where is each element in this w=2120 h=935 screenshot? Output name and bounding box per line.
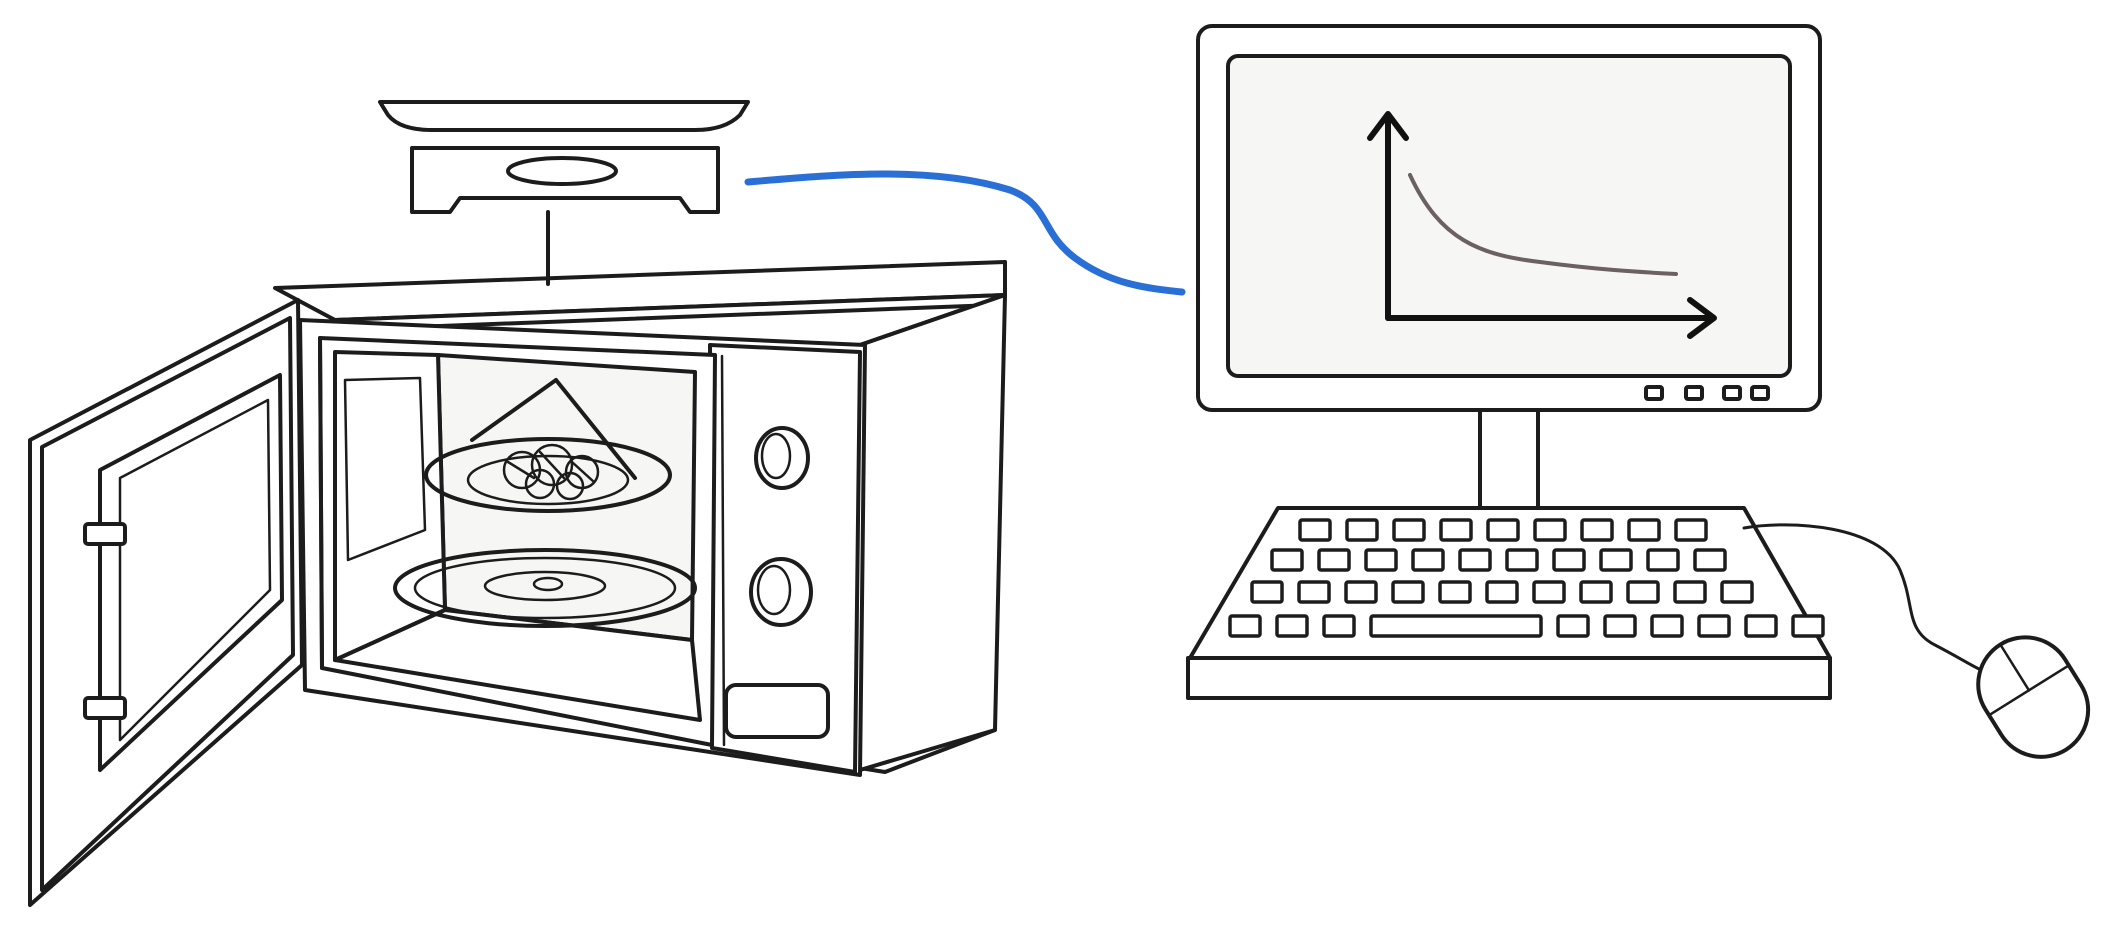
display-window: [724, 683, 830, 739]
keyboard-key: [1270, 548, 1304, 572]
keyboard-key: [1579, 580, 1613, 604]
plot-x-arrow: [1687, 297, 1717, 339]
door-latch-upper: [83, 522, 127, 546]
keyboard-key: [1533, 518, 1567, 542]
monitor-button-1: [1644, 385, 1664, 401]
keyboard-key: [1791, 614, 1825, 638]
keyboard-key: [1532, 580, 1566, 604]
keyboard-key: [1485, 580, 1519, 604]
hanger-wire-left: [470, 378, 558, 442]
keyboard-key: [1673, 580, 1707, 604]
cavity-vent: [343, 376, 427, 562]
monitor-screen: [1226, 54, 1792, 378]
hinge-strip: [318, 336, 324, 670]
weighing-scale-icon: [378, 100, 750, 286]
keyboard-icon: [1186, 506, 1832, 700]
keyboard-key: [1486, 518, 1520, 542]
microwave-side-face: [858, 293, 1007, 772]
scale-tray: [378, 100, 750, 132]
keyboard-key: [1720, 580, 1754, 604]
sample-plate-outer: [424, 437, 672, 513]
keyboard-key: [1744, 614, 1778, 638]
keyboard-key: [1317, 548, 1351, 572]
keyboard-key: [1344, 580, 1378, 604]
keyboard-key: [1646, 548, 1680, 572]
keyboard-key: [1693, 548, 1727, 572]
cavity-floor: [333, 608, 702, 722]
turntable-icon: [393, 548, 697, 628]
keyboard-key: [1603, 614, 1637, 638]
door-window: [98, 373, 284, 772]
monitor-button-4: [1750, 385, 1770, 401]
keyboard-key: [1438, 580, 1472, 604]
keyboard-key: [1322, 614, 1356, 638]
keyboard-key: [1391, 580, 1425, 604]
keyboard-key: [1392, 518, 1426, 542]
keyboard-key: [1552, 548, 1586, 572]
screen-plot: [1367, 111, 1717, 339]
keyboard-key: [1364, 548, 1398, 572]
scale-display: [506, 156, 618, 186]
keyboard-key: [1650, 614, 1684, 638]
monitor-stand: [1478, 408, 1540, 512]
keyboard-key: [1697, 614, 1731, 638]
monitor-button-2: [1684, 385, 1704, 401]
monitor-button-3: [1722, 385, 1742, 401]
keyboard-key: [1275, 614, 1309, 638]
keyboard-spacebar: [1369, 614, 1543, 638]
door-window-inner: [118, 398, 272, 742]
mouse-icon: [1976, 635, 2091, 759]
sample-plate-icon: [424, 378, 672, 513]
keyboard-key: [1674, 518, 1708, 542]
keyboard-key: [1556, 614, 1590, 638]
sample-plate-inner: [466, 454, 630, 506]
keyboard-key: [1627, 518, 1661, 542]
knob-icon-lower: [749, 557, 813, 627]
keyboard-keys: [1228, 518, 1825, 638]
computer-monitor-icon: [1196, 24, 1822, 512]
keyboard-key: [1580, 518, 1614, 542]
keyboard-key: [1345, 518, 1379, 542]
keyboard-key: [1505, 548, 1539, 572]
plot-y-arrow: [1367, 111, 1409, 141]
keyboard-key: [1458, 548, 1492, 572]
keyboard-front: [1186, 656, 1832, 700]
mouse-button-divider: [1999, 643, 2031, 692]
mouse-body: [1976, 635, 2091, 759]
keyboard-key: [1298, 518, 1332, 542]
knob-icon-upper: [754, 426, 810, 490]
mouse-cable: [1742, 523, 1987, 674]
decay-curve: [1408, 173, 1678, 276]
data-cable: [744, 170, 1186, 296]
hanger-wire-right: [554, 378, 637, 480]
door-latch-lower: [83, 696, 127, 720]
keyboard-key: [1439, 518, 1473, 542]
keyboard-key: [1228, 614, 1262, 638]
microwave-icon: [28, 260, 1007, 907]
keyboard-key: [1626, 580, 1660, 604]
keyboard-key: [1411, 548, 1445, 572]
keyboard-key: [1250, 580, 1284, 604]
keyboard-key: [1599, 548, 1633, 572]
sample-pieces: [502, 443, 600, 501]
control-panel-edge: [720, 354, 726, 747]
keyboard-key: [1297, 580, 1331, 604]
